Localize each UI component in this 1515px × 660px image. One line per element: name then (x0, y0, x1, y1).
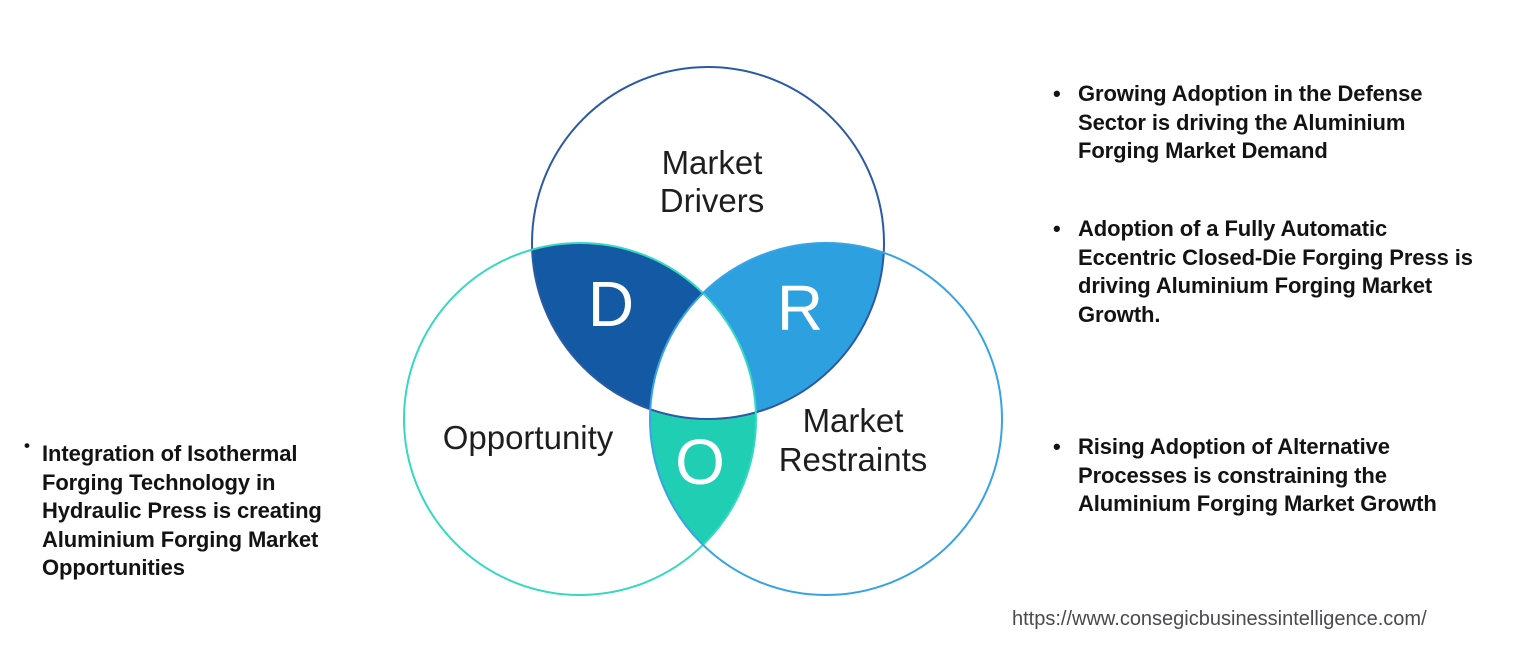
right-bullet-item: • Rising Adoption of Alternative Process… (1046, 433, 1511, 519)
left-annotation-text: Integration of Isothermal Forging Techno… (42, 441, 322, 580)
bullet-marker: • (1053, 81, 1061, 106)
source-url-link[interactable]: https://www.consegicbusinessintelligence… (1012, 608, 1427, 630)
opportunity-label: Opportunity (443, 419, 614, 456)
intersection-drivers-opportunity (532, 243, 756, 419)
drivers-circle-outline (531, 66, 885, 420)
left-bullet-marker: • (24, 436, 30, 455)
restraints-circle-outline (649, 242, 1003, 596)
bullet-marker: • (1053, 216, 1061, 241)
restraint-bullet-text: Rising Adoption of Alternative Processes… (1078, 434, 1437, 516)
driver-bullet-text: Growing Adoption in the Defense Sector i… (1078, 81, 1423, 163)
intersection-drivers-restraints (650, 243, 884, 419)
letter-o: O (675, 426, 725, 498)
right-bullet-item: • Adoption of a Fully Automatic Eccentri… (1046, 215, 1511, 329)
opportunity-circle-outline (403, 242, 757, 596)
restraints-label-line1: Market (803, 402, 904, 439)
drivers-label-line1: Market (662, 144, 763, 181)
drivers-label-line2: Drivers (660, 182, 765, 219)
letter-r: R (777, 272, 823, 344)
restraints-label-line2: Restraints (779, 441, 928, 478)
driver-bullet-text-2: Adoption of a Fully Automatic Eccentric … (1078, 216, 1473, 327)
bullet-marker: • (1053, 434, 1061, 459)
letter-d: D (588, 268, 634, 340)
right-bullet-item: • Growing Adoption in the Defense Sector… (1046, 80, 1511, 166)
